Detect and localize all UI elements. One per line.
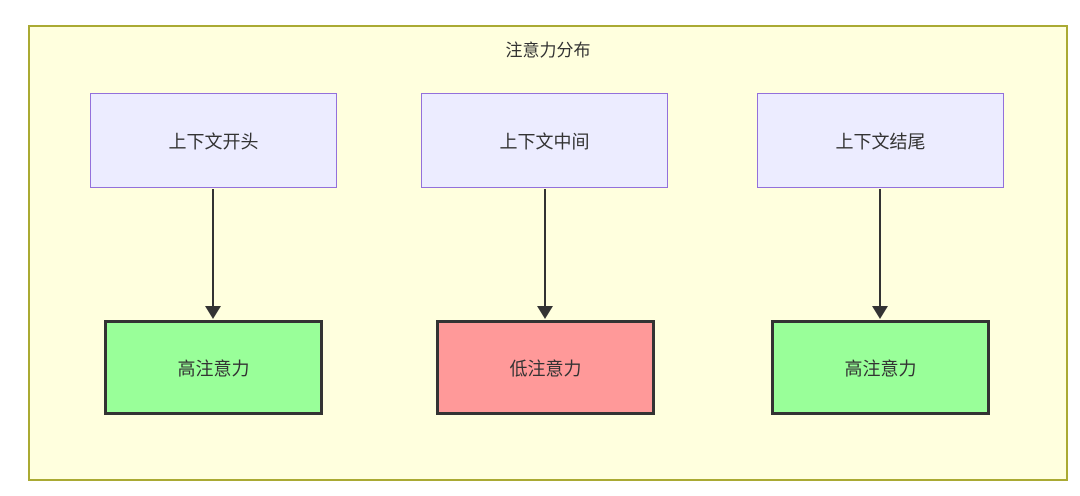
node-context-middle-label: 上下文中间 [499,131,590,152]
node-high-attention-right: 高注意力 [771,320,990,415]
node-context-end: 上下文结尾 [757,93,1004,188]
arrow-line [212,189,214,307]
node-high-attention-left: 高注意力 [104,320,323,415]
arrow-middle-to-low-icon [537,189,553,320]
node-context-begin: 上下文开头 [90,93,337,188]
diagram-title: 注意力分布 [505,41,591,60]
node-context-begin-label: 上下文开头 [168,131,259,152]
arrow-line [879,189,881,307]
arrowhead-down-icon [205,306,221,319]
node-context-middle: 上下文中间 [421,93,668,188]
node-low-attention-label: 低注意力 [509,358,582,379]
arrowhead-down-icon [872,306,888,319]
arrowhead-down-icon [537,306,553,319]
node-low-attention: 低注意力 [436,320,655,415]
arrow-end-to-high-icon [872,189,888,320]
arrow-line [544,189,546,307]
node-high-attention-left-label: 高注意力 [177,358,250,379]
arrow-begin-to-high-icon [205,189,221,320]
node-context-end-label: 上下文结尾 [835,131,926,152]
node-high-attention-right-label: 高注意力 [844,358,917,379]
